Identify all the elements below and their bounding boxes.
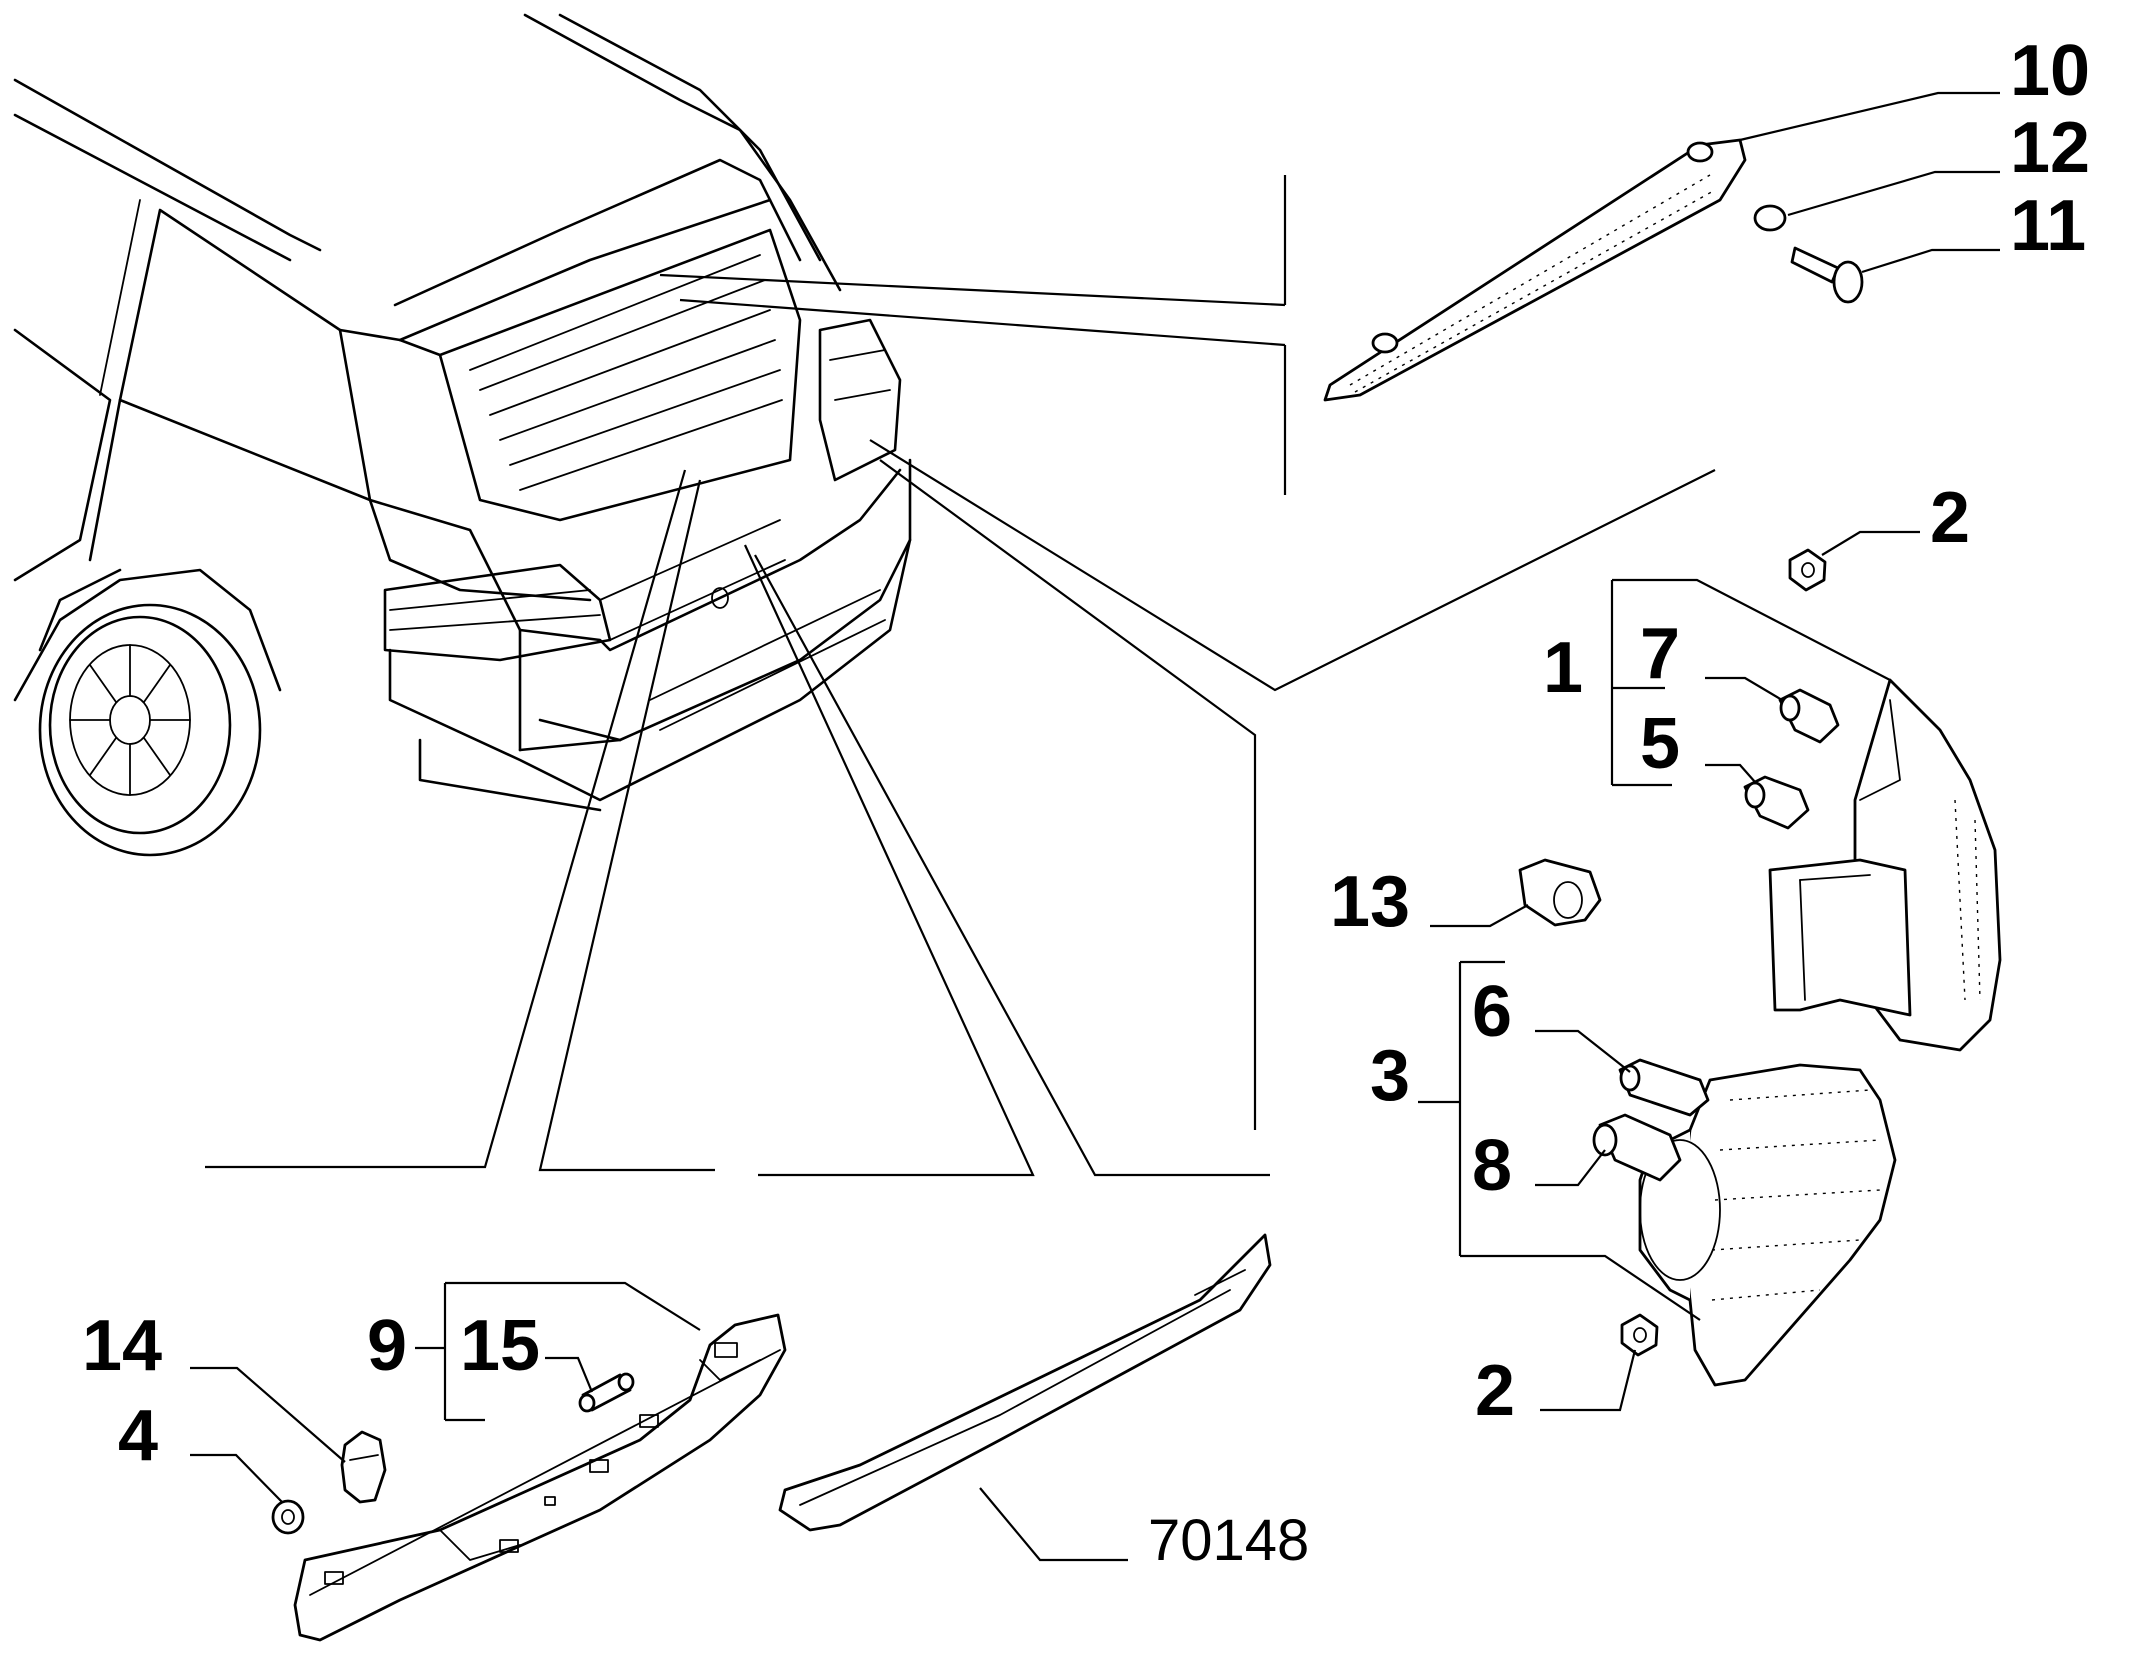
callout-labels: 10 12 11 2 1 7 5 13 3 6 8 2 14 9 15 4 70… <box>82 31 2090 1573</box>
small-nut <box>271 1499 305 1535</box>
festoon-bulb <box>578 1372 635 1413</box>
callout-13: 13 <box>1330 862 1410 942</box>
callout-1: 1 <box>1543 628 1583 708</box>
callout-5: 5 <box>1640 704 1680 784</box>
car-rear-view <box>13 13 912 857</box>
callout-leaders <box>190 91 2000 1562</box>
bulb-6 <box>1618 1058 1710 1117</box>
outer-tail-light <box>1768 678 2002 1052</box>
tailgate-trim <box>778 1233 1272 1532</box>
callout-2-bottom: 2 <box>1475 1351 1515 1431</box>
bulb-5 <box>1743 775 1810 830</box>
callout-3: 3 <box>1370 1036 1410 1116</box>
bulb-7 <box>1778 688 1840 744</box>
callout-12: 12 <box>2010 108 2090 188</box>
callout-4: 4 <box>118 1396 158 1476</box>
callout-9: 9 <box>367 1306 407 1386</box>
washer <box>1753 204 1787 232</box>
callout-2-top: 2 <box>1930 478 1970 558</box>
nut-bottom <box>1620 1313 1659 1357</box>
high-mount-stop-light <box>1323 138 1747 402</box>
bulb-8 <box>1592 1113 1682 1182</box>
callout-14: 14 <box>82 1306 162 1386</box>
car-leader-lines <box>205 175 1716 1177</box>
screw <box>1790 246 1864 304</box>
plate-light-bar <box>293 1313 787 1642</box>
drawing-code: 70148 <box>1148 1508 1309 1573</box>
callout-8: 8 <box>1472 1126 1512 1206</box>
callout-7: 7 <box>1640 614 1680 694</box>
callout-10: 10 <box>2010 31 2090 111</box>
inner-tail-light <box>1638 1063 1897 1387</box>
clip <box>340 1430 387 1504</box>
nut-top <box>1788 548 1827 592</box>
callout-15: 15 <box>460 1306 540 1386</box>
grommet <box>1518 858 1602 927</box>
callout-11: 11 <box>2010 186 2086 266</box>
callout-6: 6 <box>1472 972 1512 1052</box>
